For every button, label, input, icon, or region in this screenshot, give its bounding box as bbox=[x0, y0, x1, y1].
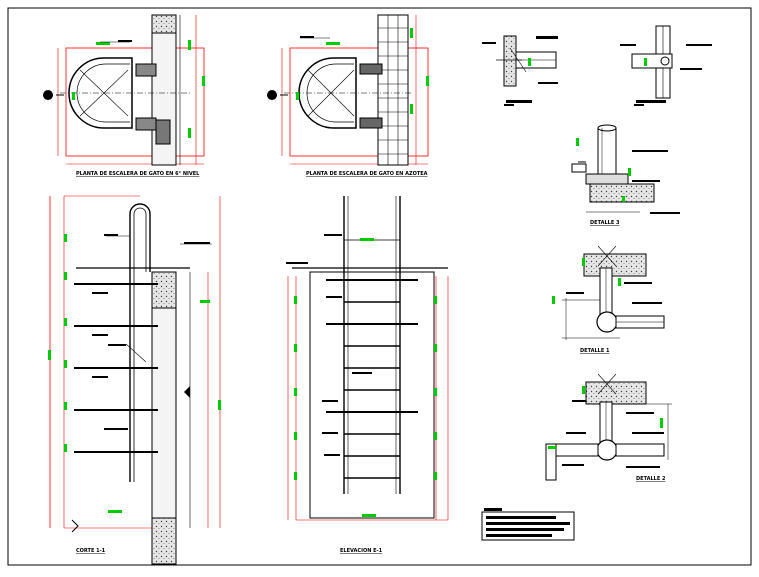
wall-section bbox=[151, 271, 177, 519]
plan-roof-view: PLANTA DE ESCALERA DE GATO EN AZOTEA bbox=[267, 14, 429, 177]
rungs bbox=[344, 301, 400, 479]
detail-joint-right bbox=[620, 25, 712, 106]
detail-3-title: DETALLE 3 bbox=[590, 220, 620, 226]
dim-frame bbox=[289, 47, 429, 157]
detail-3: DETALLE 3 bbox=[571, 124, 680, 226]
legend-box bbox=[481, 508, 575, 541]
ladder-rail bbox=[129, 203, 151, 482]
wall-section bbox=[377, 14, 409, 166]
plan-roof-title: PLANTA DE ESCALERA DE GATO EN AZOTEA bbox=[306, 171, 428, 177]
section-view: CORTE 1-1 bbox=[48, 195, 221, 565]
wall-surface bbox=[309, 271, 435, 519]
section-title: CORTE 1-1 bbox=[76, 548, 106, 554]
dim-frame bbox=[65, 47, 205, 157]
plan-level-view: PLANTA DE ESCALERA DE GATO EN 6° NIVEL bbox=[43, 14, 205, 177]
detail-anchor-left bbox=[482, 35, 558, 106]
detail-2-title: DETALLE 2 bbox=[636, 476, 666, 482]
detail-1: DETALLE 1 bbox=[552, 245, 665, 354]
elevation-title: ELEVACION E-1 bbox=[340, 548, 383, 554]
detail-2: DETALLE 2 bbox=[545, 373, 672, 482]
elevation-view: ELEVACION E-1 bbox=[286, 196, 449, 554]
plan-level-title: PLANTA DE ESCALERA DE GATO EN 6° NIVEL bbox=[76, 171, 200, 177]
detail-1-title: DETALLE 1 bbox=[580, 348, 610, 354]
sheet-border bbox=[7, 7, 752, 566]
rungs bbox=[74, 283, 158, 453]
cage-semicircle bbox=[68, 57, 133, 129]
